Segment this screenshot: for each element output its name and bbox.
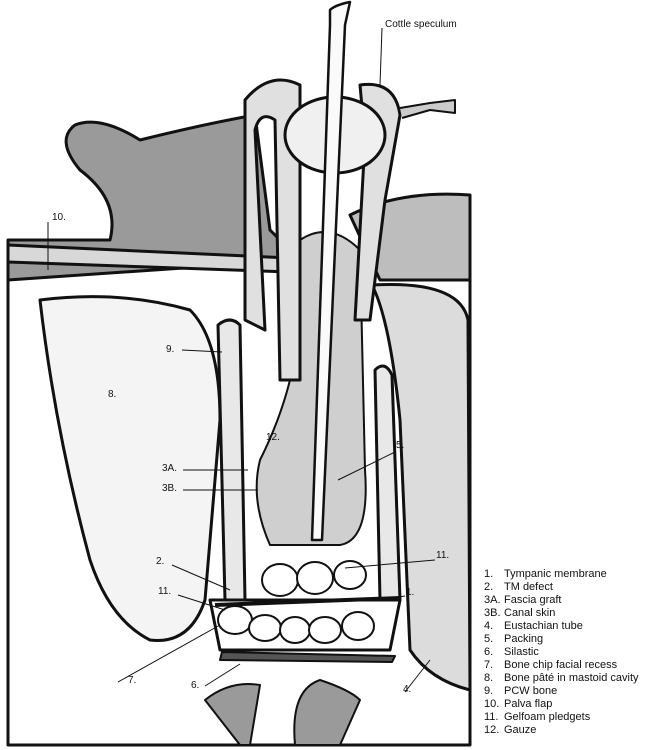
legend-item: 5. Packing [484,633,639,646]
legend-item: 2. TM defect [484,581,639,594]
legend-text: Fascia graft [504,594,562,606]
legend-item: 10. Palva flap [484,698,639,711]
legend-item: 4. Eustachian tube [484,620,639,633]
legend-text: TM defect [504,581,553,593]
callout-8: 8. [108,389,117,400]
cottle-speculum [243,78,302,382]
legend-number: 10. [484,698,500,710]
legend-item: 1. Tympanic membrane [484,568,639,581]
callout-9: 9. [166,344,175,355]
legend-text: Silastic [504,646,539,658]
legend-item: 7. Bone chip facial recess [484,659,639,672]
callout-3b: 3B. [162,483,178,494]
canal-wall-right [373,364,402,602]
legend-text: Bone pâté in mastoid cavity [504,672,639,684]
callout-10: 10. [52,212,66,223]
callout-12: 12. [266,432,280,443]
legend-number: 1. [484,568,494,580]
legend-number: 3B. [484,607,501,619]
legend-number: 11. [484,711,499,723]
tympanic-membrane [214,596,401,607]
legend-number: 12. [484,724,500,736]
gelfoam-pledgets [217,560,375,644]
legend-number: 7. [484,659,494,671]
legend-item: 3A.Fascia graft [484,594,639,607]
silastic-tube [310,0,352,542]
legend-number: 5. [484,633,494,645]
legend-text: Gauze [504,724,537,736]
soft-tissue [6,113,302,282]
callout-1: 1. [406,587,415,598]
callout-cottle-speculum: Cottle speculum [385,19,457,30]
legend-number: 3A. [484,594,501,606]
legend-text: Canal skin [504,607,556,619]
legend-item: 9. PCW bone [484,685,639,698]
legend-number: 4. [484,620,494,632]
legend-number: 6. [484,646,494,658]
legend-text: Bone chip facial recess [504,659,618,671]
legend-number: 8. [484,672,494,684]
speculum-screw [399,99,456,119]
silastic-sheet [219,651,396,663]
right-bone-shell [370,282,472,692]
mastoid-cavity [38,295,222,642]
leader-lines [47,27,436,693]
legend-text: Gelfoam pledgets [504,711,591,723]
legend-text: Palva flap [504,698,553,710]
legend-number: 9. [484,685,494,697]
callout-6: 6. [191,680,200,691]
legend-text: Tympanic membrane [504,568,607,580]
legend-item: 6. Silastic [484,646,639,659]
legend-item: 8. Bone pâté in mastoid cavity [484,672,639,685]
pcw-bone [216,318,247,602]
callout-5: 5. [396,440,405,451]
callout-11-right: 11. [436,550,450,561]
callout-2: 2. [156,556,165,567]
legend-text: Eustachian tube [504,620,583,632]
callout-4: 4. [403,684,412,695]
callout-7: 7. [128,675,137,686]
callout-11-left: 11. [158,586,172,597]
ossicles [204,679,361,746]
legend-number: 2. [484,581,494,593]
legend-item: 3B.Canal skin [484,607,639,620]
legend-item: 11. Gelfoam pledgets [484,711,639,724]
legend-text: Packing [504,633,544,645]
gauze-packing [255,231,367,546]
callout-3a: 3A. [162,463,178,474]
legend-text: PCW bone [504,685,558,697]
legend-item: 12. Gauze [484,724,639,737]
